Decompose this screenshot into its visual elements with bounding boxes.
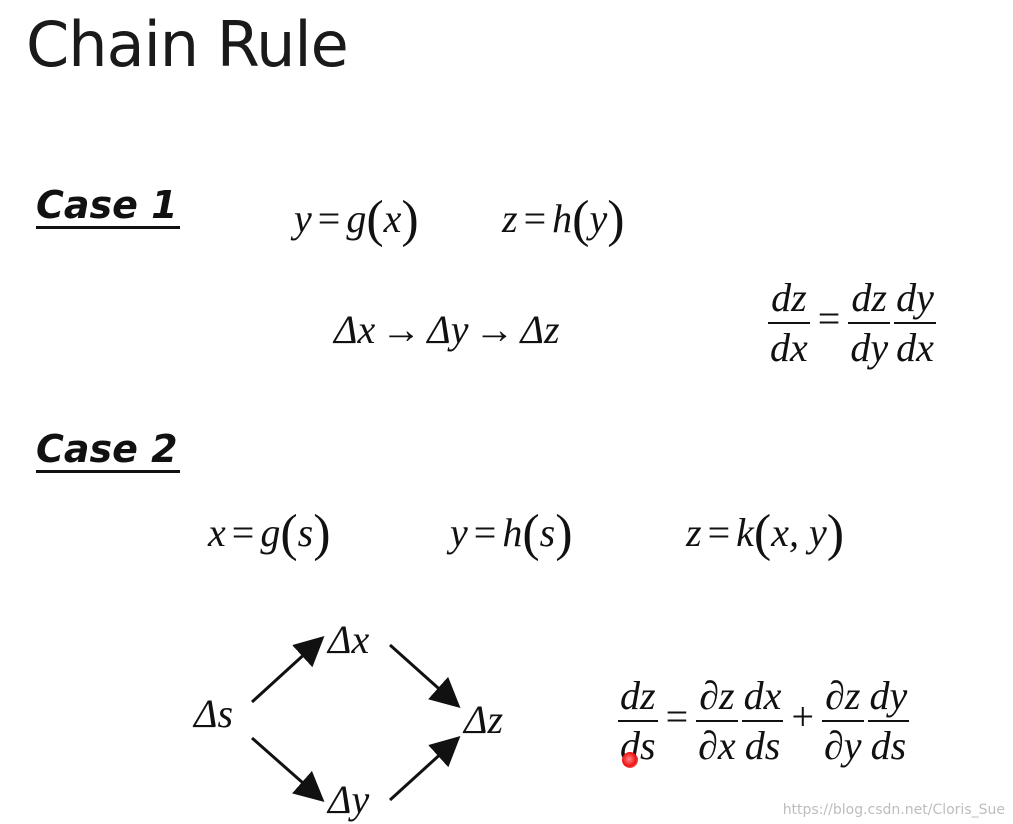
- case-1-equation-z: z=h(y): [502, 191, 625, 248]
- case-1-equation-y: y=g(x): [294, 191, 419, 248]
- fraction-partial-z-partial-x: ∂z∂x: [696, 673, 738, 768]
- arrow-x-to-z: [389, 643, 461, 708]
- case-2-equation-y: y=h(s): [450, 505, 573, 562]
- watermark-url: https://blog.csdn.net/Cloris_Sue: [782, 802, 1005, 818]
- case-1-flow: Δx→Δy→Δz: [334, 307, 560, 352]
- fraction-partial-z-partial-y: ∂z∂y: [822, 673, 864, 768]
- page-title: Chain Rule: [26, 8, 349, 81]
- case-2-equation-z: z=k(x, y): [686, 505, 845, 562]
- diagram-node-s: Δs: [194, 691, 234, 736]
- diagram-node-y: Δy: [328, 777, 370, 822]
- diagram-node-x: Δx: [328, 617, 370, 662]
- arrow-y-to-z: [388, 735, 461, 802]
- case-1-heading: Case 1: [36, 183, 180, 229]
- case-2-heading: Case 2: [36, 427, 180, 473]
- pointer-dot: [622, 752, 638, 768]
- arrow-s-to-y: [251, 736, 325, 802]
- case-2-equation-x: x=g(s): [208, 505, 331, 562]
- diagram-node-z: Δz: [464, 697, 504, 742]
- arrow-s-to-x: [250, 635, 325, 704]
